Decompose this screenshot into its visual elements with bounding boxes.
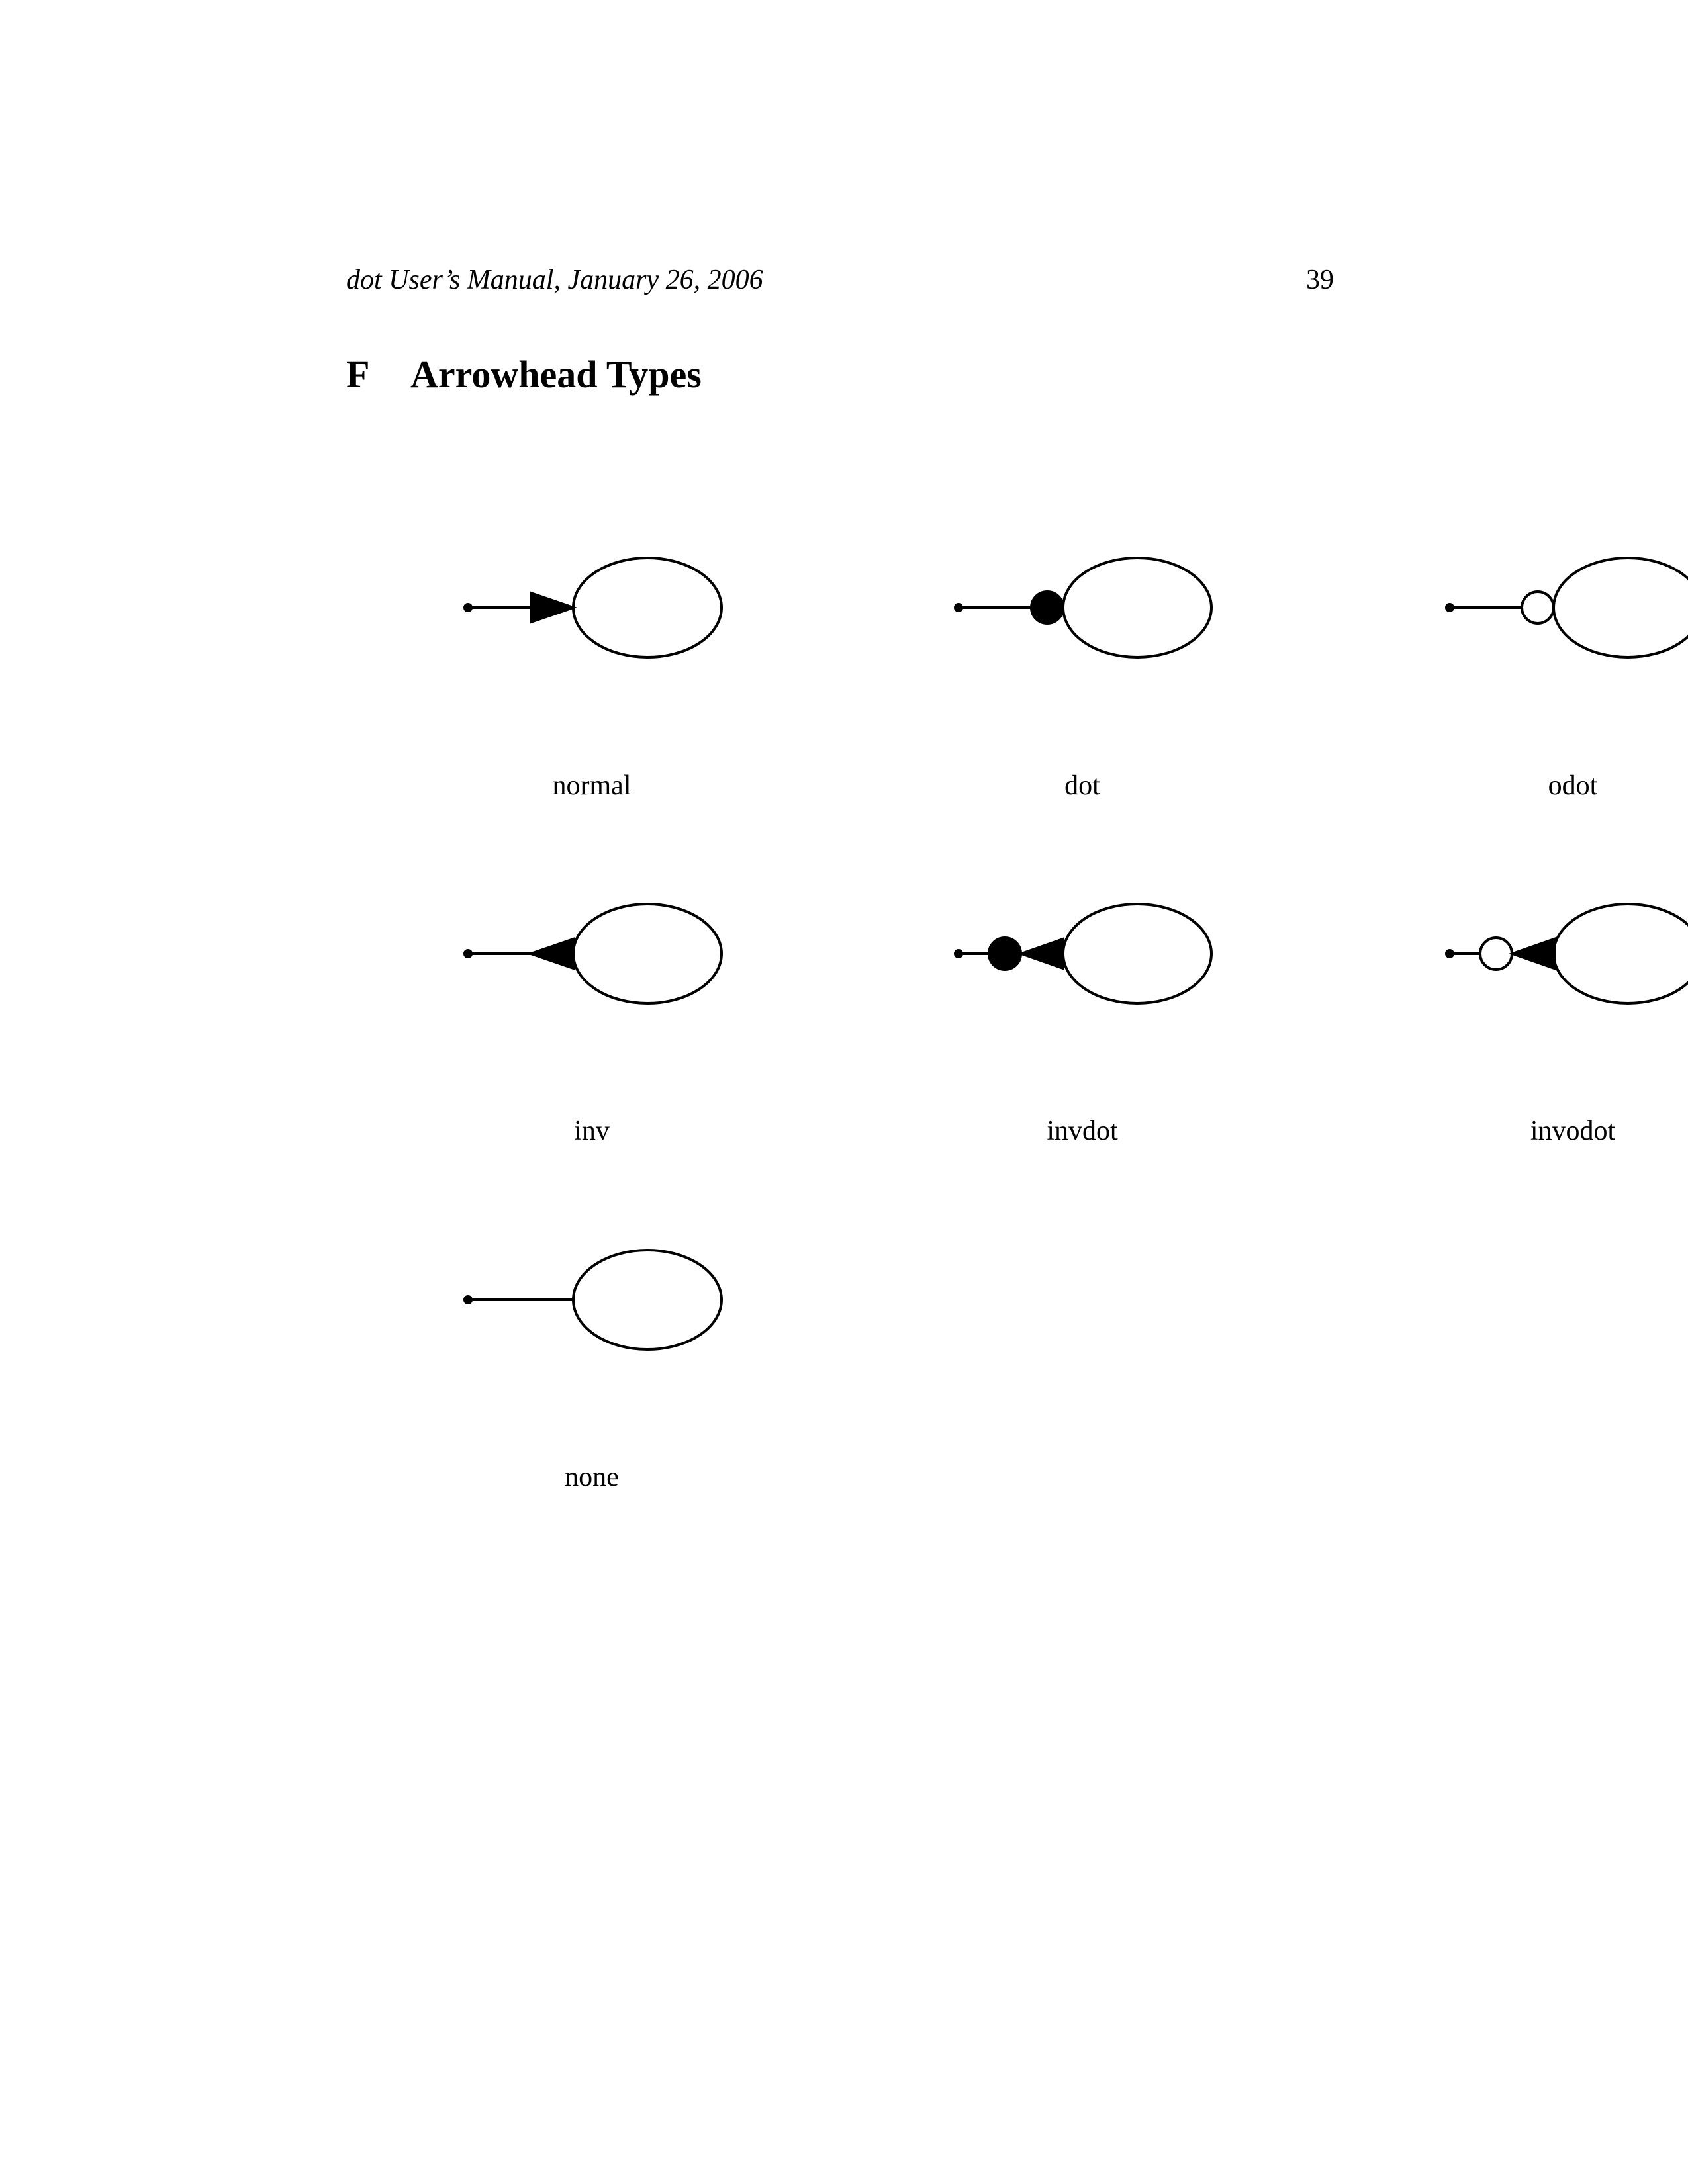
dot-arrowhead — [1030, 590, 1064, 625]
normal-arrowhead — [530, 591, 578, 624]
section-title: Arrowhead Types — [410, 353, 702, 396]
section-number: F — [346, 353, 370, 396]
arrowhead-label-invodot: invodot — [1530, 1116, 1616, 1146]
arrowhead-example-inv — [463, 903, 723, 1005]
target-node-ellipse — [572, 1249, 723, 1351]
page-number: 39 — [1306, 265, 1334, 295]
target-node-ellipse — [1552, 903, 1688, 1005]
arrowhead-label-invdot: invdot — [1047, 1116, 1118, 1146]
arrowhead-example-invodot — [1445, 903, 1688, 1005]
arrowhead-label-inv: inv — [574, 1116, 610, 1146]
invdot-dot — [988, 936, 1022, 971]
arrowhead-label-dot: dot — [1064, 770, 1100, 801]
target-node-ellipse — [572, 903, 723, 1005]
arrowhead-label-normal: normal — [553, 770, 632, 801]
running-title: dot User’s Manual, January 26, 2006 — [346, 265, 763, 295]
target-node-ellipse — [1062, 557, 1213, 659]
arrowhead-example-invdot — [954, 903, 1213, 1005]
arrowhead-label-none: none — [565, 1462, 619, 1492]
arrowhead-label-odot: odot — [1548, 770, 1598, 801]
running-header: dot User’s Manual, January 26, 2006 39 — [346, 260, 1339, 300]
arrowhead-example-none — [463, 1249, 723, 1351]
target-node-ellipse — [1552, 557, 1688, 659]
invodot-inv-arrowhead — [1508, 937, 1556, 970]
inv-arrowhead — [526, 937, 575, 970]
invodot-open-dot — [1479, 936, 1513, 971]
target-node-ellipse — [572, 557, 723, 659]
arrowhead-example-odot — [1445, 557, 1688, 659]
section-heading: F Arrowhead Types — [346, 349, 702, 400]
invdot-inv-arrowhead — [1017, 937, 1064, 970]
arrowhead-example-dot — [954, 557, 1213, 659]
odot-arrowhead — [1521, 590, 1555, 625]
arrowhead-example-normal — [463, 557, 723, 659]
target-node-ellipse — [1062, 903, 1213, 1005]
